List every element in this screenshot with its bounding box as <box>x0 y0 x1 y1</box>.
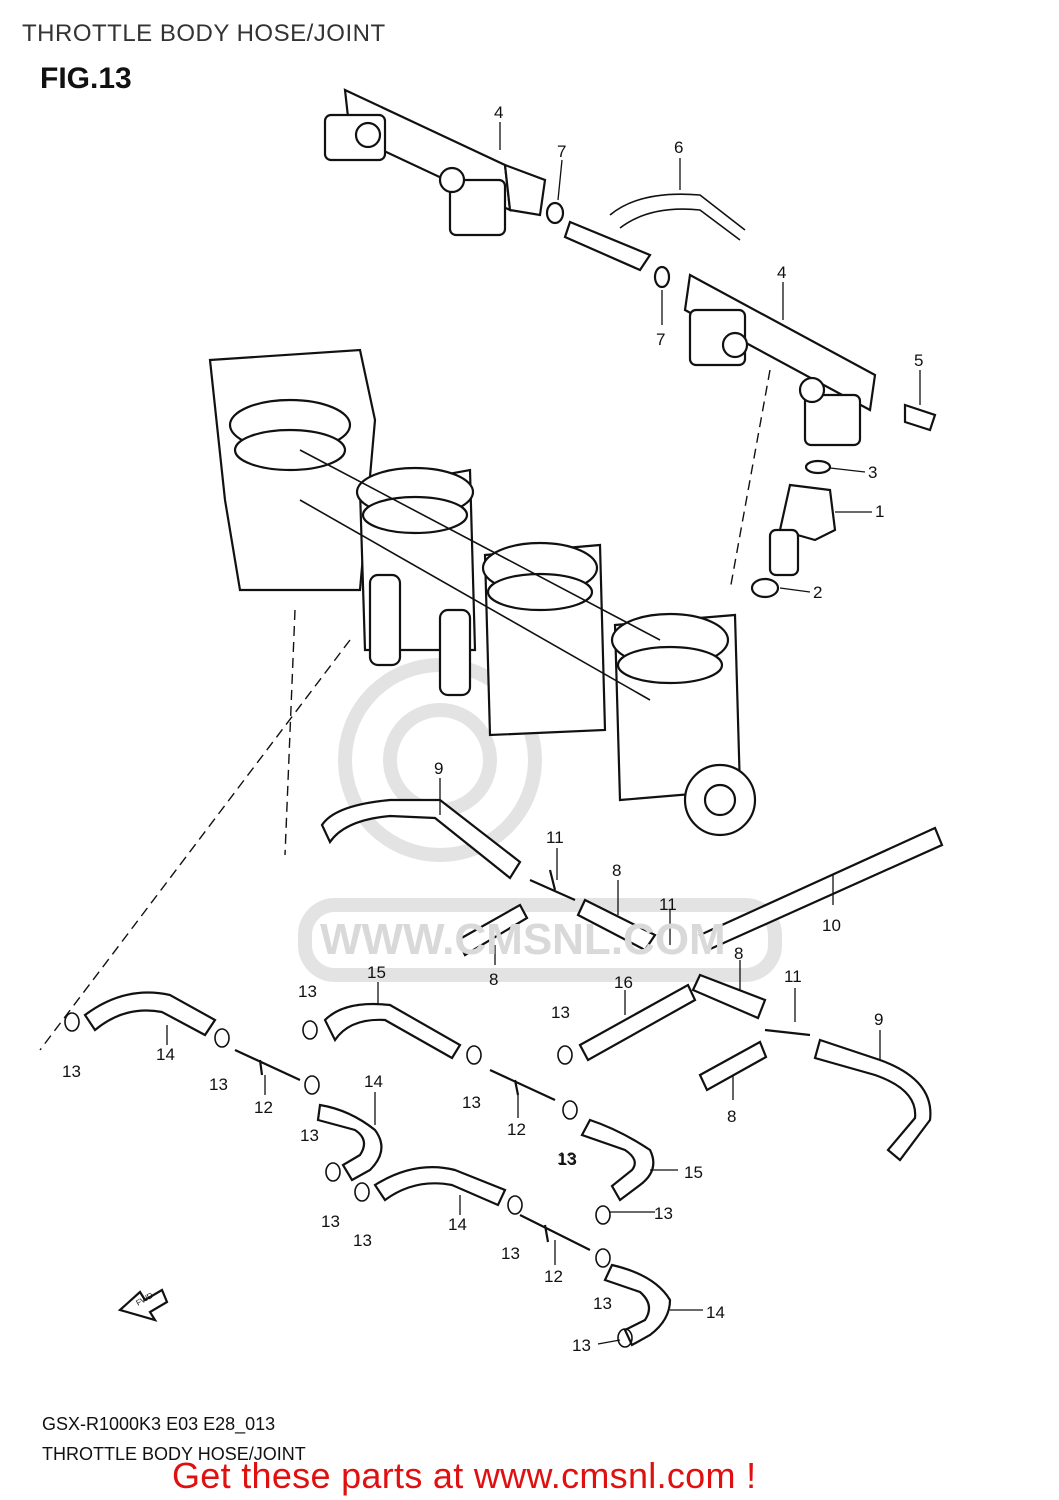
callout-13: 13 <box>298 982 317 1001</box>
callout-7: 7 <box>557 142 566 161</box>
callout-13: 13 <box>572 1336 591 1355</box>
callout-4: 4 <box>777 263 786 282</box>
callout-14: 14 <box>364 1072 383 1091</box>
leader-lines <box>166 122 921 1345</box>
fuel-rail-upper <box>323 88 547 237</box>
assembly-line <box>39 639 351 1051</box>
callout-5: 5 <box>914 351 923 370</box>
callout-9: 9 <box>434 759 443 778</box>
callout-13: 13 <box>654 1204 673 1223</box>
callout-12: 12 <box>254 1098 273 1117</box>
assembly-line <box>729 369 771 591</box>
callout-1: 1 <box>875 502 884 521</box>
callout-13: 13 <box>62 1062 81 1081</box>
callout-9: 9 <box>874 1010 883 1029</box>
callout-13: 13 <box>593 1294 612 1313</box>
callout-15: 15 <box>684 1163 703 1182</box>
fuel-rail-lower <box>683 273 877 447</box>
callout-14: 14 <box>156 1045 175 1064</box>
callout-13: 13 <box>558 1150 577 1169</box>
forward-arrow-icon: FWD <box>117 1288 169 1322</box>
callout-13: 13 <box>557 1149 576 1168</box>
fuel-joint-pipe <box>545 193 746 289</box>
callout-14: 14 <box>706 1303 725 1322</box>
injector <box>750 403 937 599</box>
cta-link[interactable]: Get these parts at www.cmsnl.com ! <box>172 1455 757 1496</box>
callout-8: 8 <box>612 861 621 880</box>
assembly-line <box>284 609 296 856</box>
callout-7: 7 <box>656 330 665 349</box>
callout-13: 13 <box>462 1093 481 1112</box>
callout-13: 13 <box>353 1231 372 1250</box>
watermark-url: WWW.CMSNL.COM <box>320 915 726 964</box>
callout-8: 8 <box>734 944 743 963</box>
callout-16: 16 <box>614 973 633 992</box>
hose-group-upper <box>320 798 944 1162</box>
figure-label: FIG.13 <box>40 62 132 95</box>
callout-numbers: 4 7 6 4 7 5 3 1 2 9 11 8 11 10 8 8 11 9 … <box>62 103 923 1355</box>
callout-12: 12 <box>507 1120 526 1139</box>
callout-12: 12 <box>544 1267 563 1286</box>
callout-3: 3 <box>868 463 877 482</box>
throttle-body-assembly <box>208 348 757 837</box>
model-code: GSX-R1000K3 E03 E28_013 <box>42 1414 276 1434</box>
hose-group-lower <box>64 983 697 1348</box>
callout-2: 2 <box>813 583 822 602</box>
callout-11: 11 <box>659 895 677 914</box>
callout-10: 10 <box>822 916 841 935</box>
callout-6: 6 <box>674 138 683 157</box>
callout-13: 13 <box>300 1126 319 1145</box>
callout-4: 4 <box>494 103 503 122</box>
footer-title: THROTTLE BODY HOSE/JOINT <box>42 1444 306 1464</box>
callout-8: 8 <box>727 1107 736 1126</box>
callout-11: 11 <box>546 828 564 847</box>
callout-15: 15 <box>367 963 386 982</box>
callout-14: 14 <box>448 1215 467 1234</box>
callout-8: 8 <box>489 970 498 989</box>
callout-13: 13 <box>209 1075 228 1094</box>
callout-11: 11 <box>784 967 802 986</box>
callout-13: 13 <box>501 1244 520 1263</box>
page-title: THROTTLE BODY HOSE/JOINT <box>22 20 386 47</box>
callout-13: 13 <box>551 1003 570 1022</box>
callout-13: 13 <box>321 1212 340 1231</box>
